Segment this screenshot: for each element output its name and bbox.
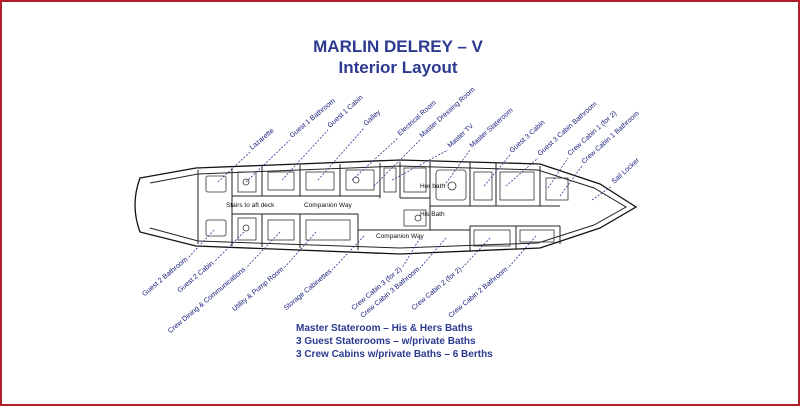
hull-inner-line xyxy=(149,165,627,249)
top-labels: Lazarette Guest 1 Bathroom Guest 1 Cabin… xyxy=(249,86,642,185)
label-sail-locker: Sail Locker xyxy=(611,157,642,186)
diagram-title: MARLIN DELREY – V xyxy=(313,37,483,56)
summary-line-guest: 3 Guest Staterooms – w/private Baths xyxy=(296,336,476,347)
label-guest-1-bathroom: Guest 1 Bathroom xyxy=(289,98,337,140)
label-companion-way-lower: Companion Way xyxy=(376,233,425,240)
label-lazarette: Lazarette xyxy=(249,127,276,151)
label-his-bath: His Bath xyxy=(420,211,445,218)
interior-labels: Stairs to aft deck Companion Way Compani… xyxy=(226,183,445,240)
summary-line-crew: 3 Crew Cabins w/private Baths – 6 Berths xyxy=(296,349,493,360)
bulkheads xyxy=(231,162,561,252)
label-galley: Galley xyxy=(363,109,383,128)
label-stairs-aft-deck: Stairs to aft deck xyxy=(226,202,275,209)
label-companion-way-upper: Companion Way xyxy=(304,202,353,209)
top-leaders xyxy=(217,127,613,201)
label-guest-3-cabin-bathroom: Guest 3 Cabin Bathroom xyxy=(537,101,599,158)
label-crew-dining: Crew Dining & Communications xyxy=(167,266,248,335)
bottom-leaders xyxy=(187,229,537,271)
summary-line-master: Master Stateroom – His & Hers Baths xyxy=(296,323,473,334)
diagram-subtitle: Interior Layout xyxy=(338,58,458,77)
summary-block: Master Stateroom – His & Hers Baths 3 Gu… xyxy=(296,322,493,361)
label-her-bath: Her bath xyxy=(420,183,445,190)
label-master-stateroom: Master Stateroom xyxy=(469,107,515,150)
label-storage-cabinettes: Storage Cabinettes xyxy=(283,268,334,312)
